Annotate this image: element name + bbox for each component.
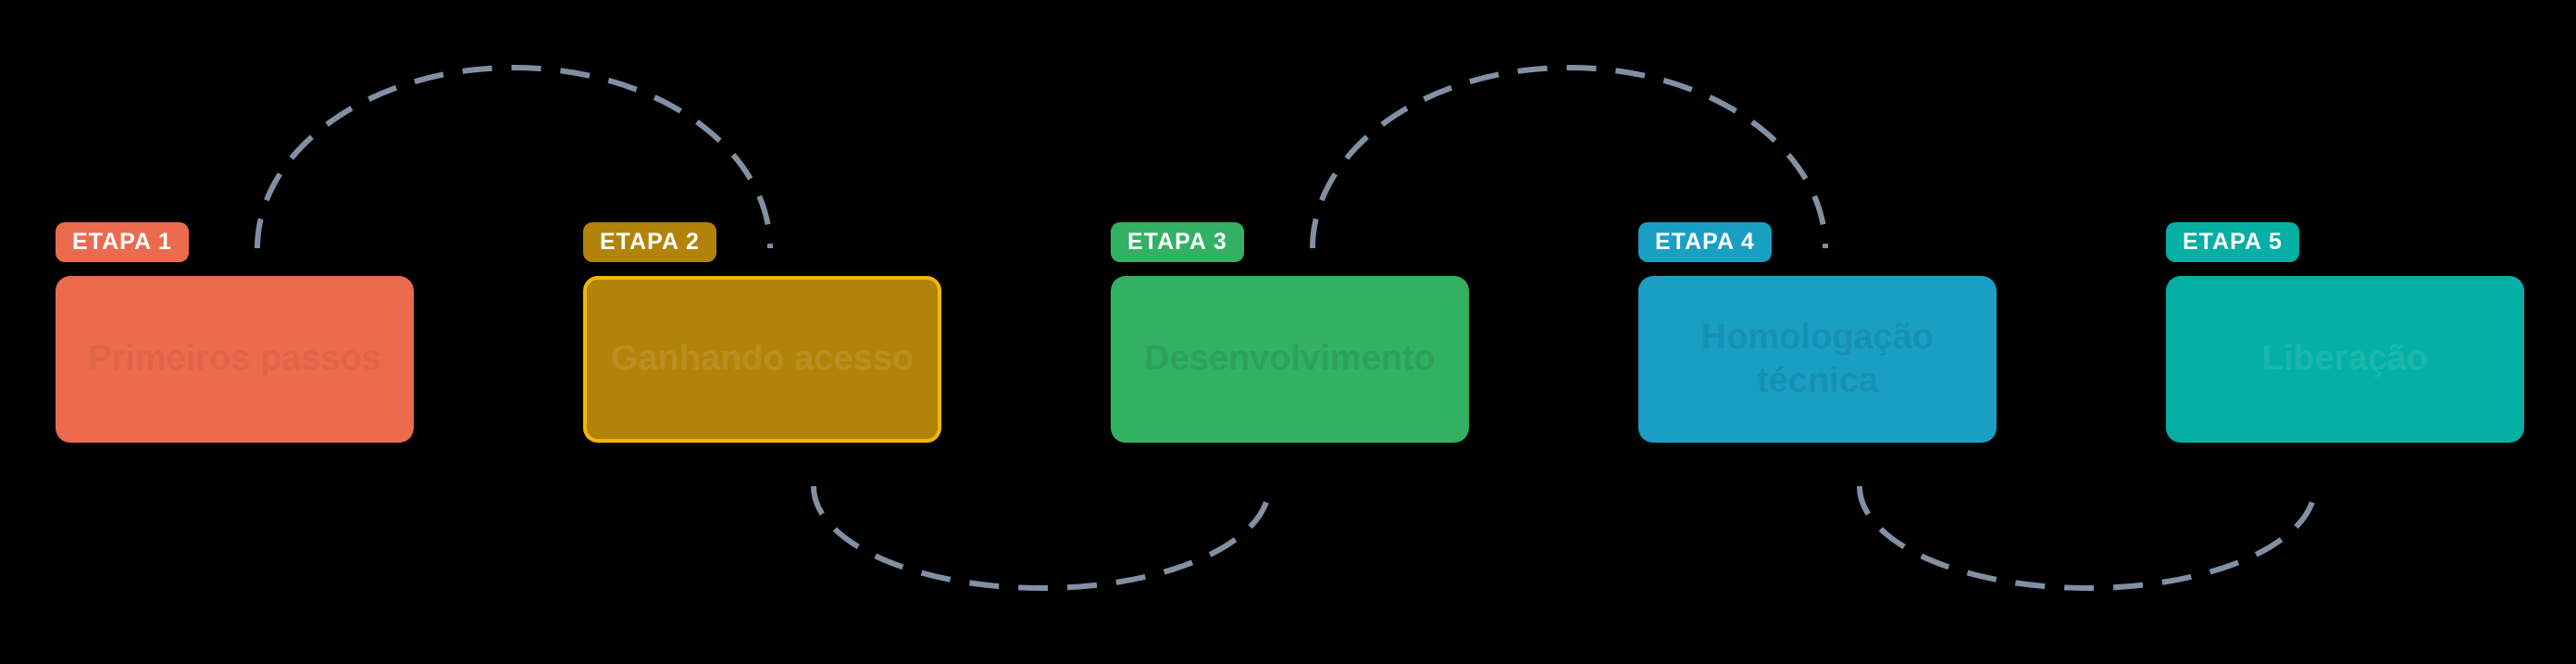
stage-5-box[interactable]: Liberação: [2166, 276, 2524, 443]
stage-1: ETAPA 1 Primeiros passos: [56, 222, 414, 443]
connector-arc-2-bottom: [811, 485, 1272, 591]
stage-4-box[interactable]: Homologação técnica: [1638, 276, 1997, 443]
stage-4-label: Homologação técnica: [1700, 317, 1935, 401]
connector-arc-3-top: [1310, 65, 1828, 249]
stage-5-badge: ETAPA 5: [2166, 222, 2299, 262]
stage-2-box[interactable]: Ganhando acesso: [583, 276, 941, 443]
stage-2-badge: ETAPA 2: [583, 222, 716, 262]
stage-1-box[interactable]: Primeiros passos: [56, 276, 414, 443]
stage-3-label: Desenvolvimento: [1144, 339, 1436, 379]
stage-5: ETAPA 5 Liberação: [2166, 222, 2524, 443]
stage-1-badge: ETAPA 1: [56, 222, 189, 262]
stage-2: ETAPA 2 Ganhando acesso: [583, 222, 941, 443]
stage-5-label: Liberação: [2261, 339, 2429, 379]
stage-2-label: Ganhando acesso: [610, 339, 915, 379]
connector-arc-1-top: [255, 65, 773, 249]
stage-4-badge: ETAPA 4: [1638, 222, 1772, 262]
connector-arc-4-bottom: [1857, 485, 2318, 591]
stage-3-badge: ETAPA 3: [1111, 222, 1244, 262]
stage-1-label: Primeiros passos: [88, 339, 381, 379]
stage-3-box[interactable]: Desenvolvimento: [1111, 276, 1469, 443]
stage-3: ETAPA 3 Desenvolvimento: [1111, 222, 1469, 443]
stage-4: ETAPA 4 Homologação técnica: [1638, 222, 1997, 443]
